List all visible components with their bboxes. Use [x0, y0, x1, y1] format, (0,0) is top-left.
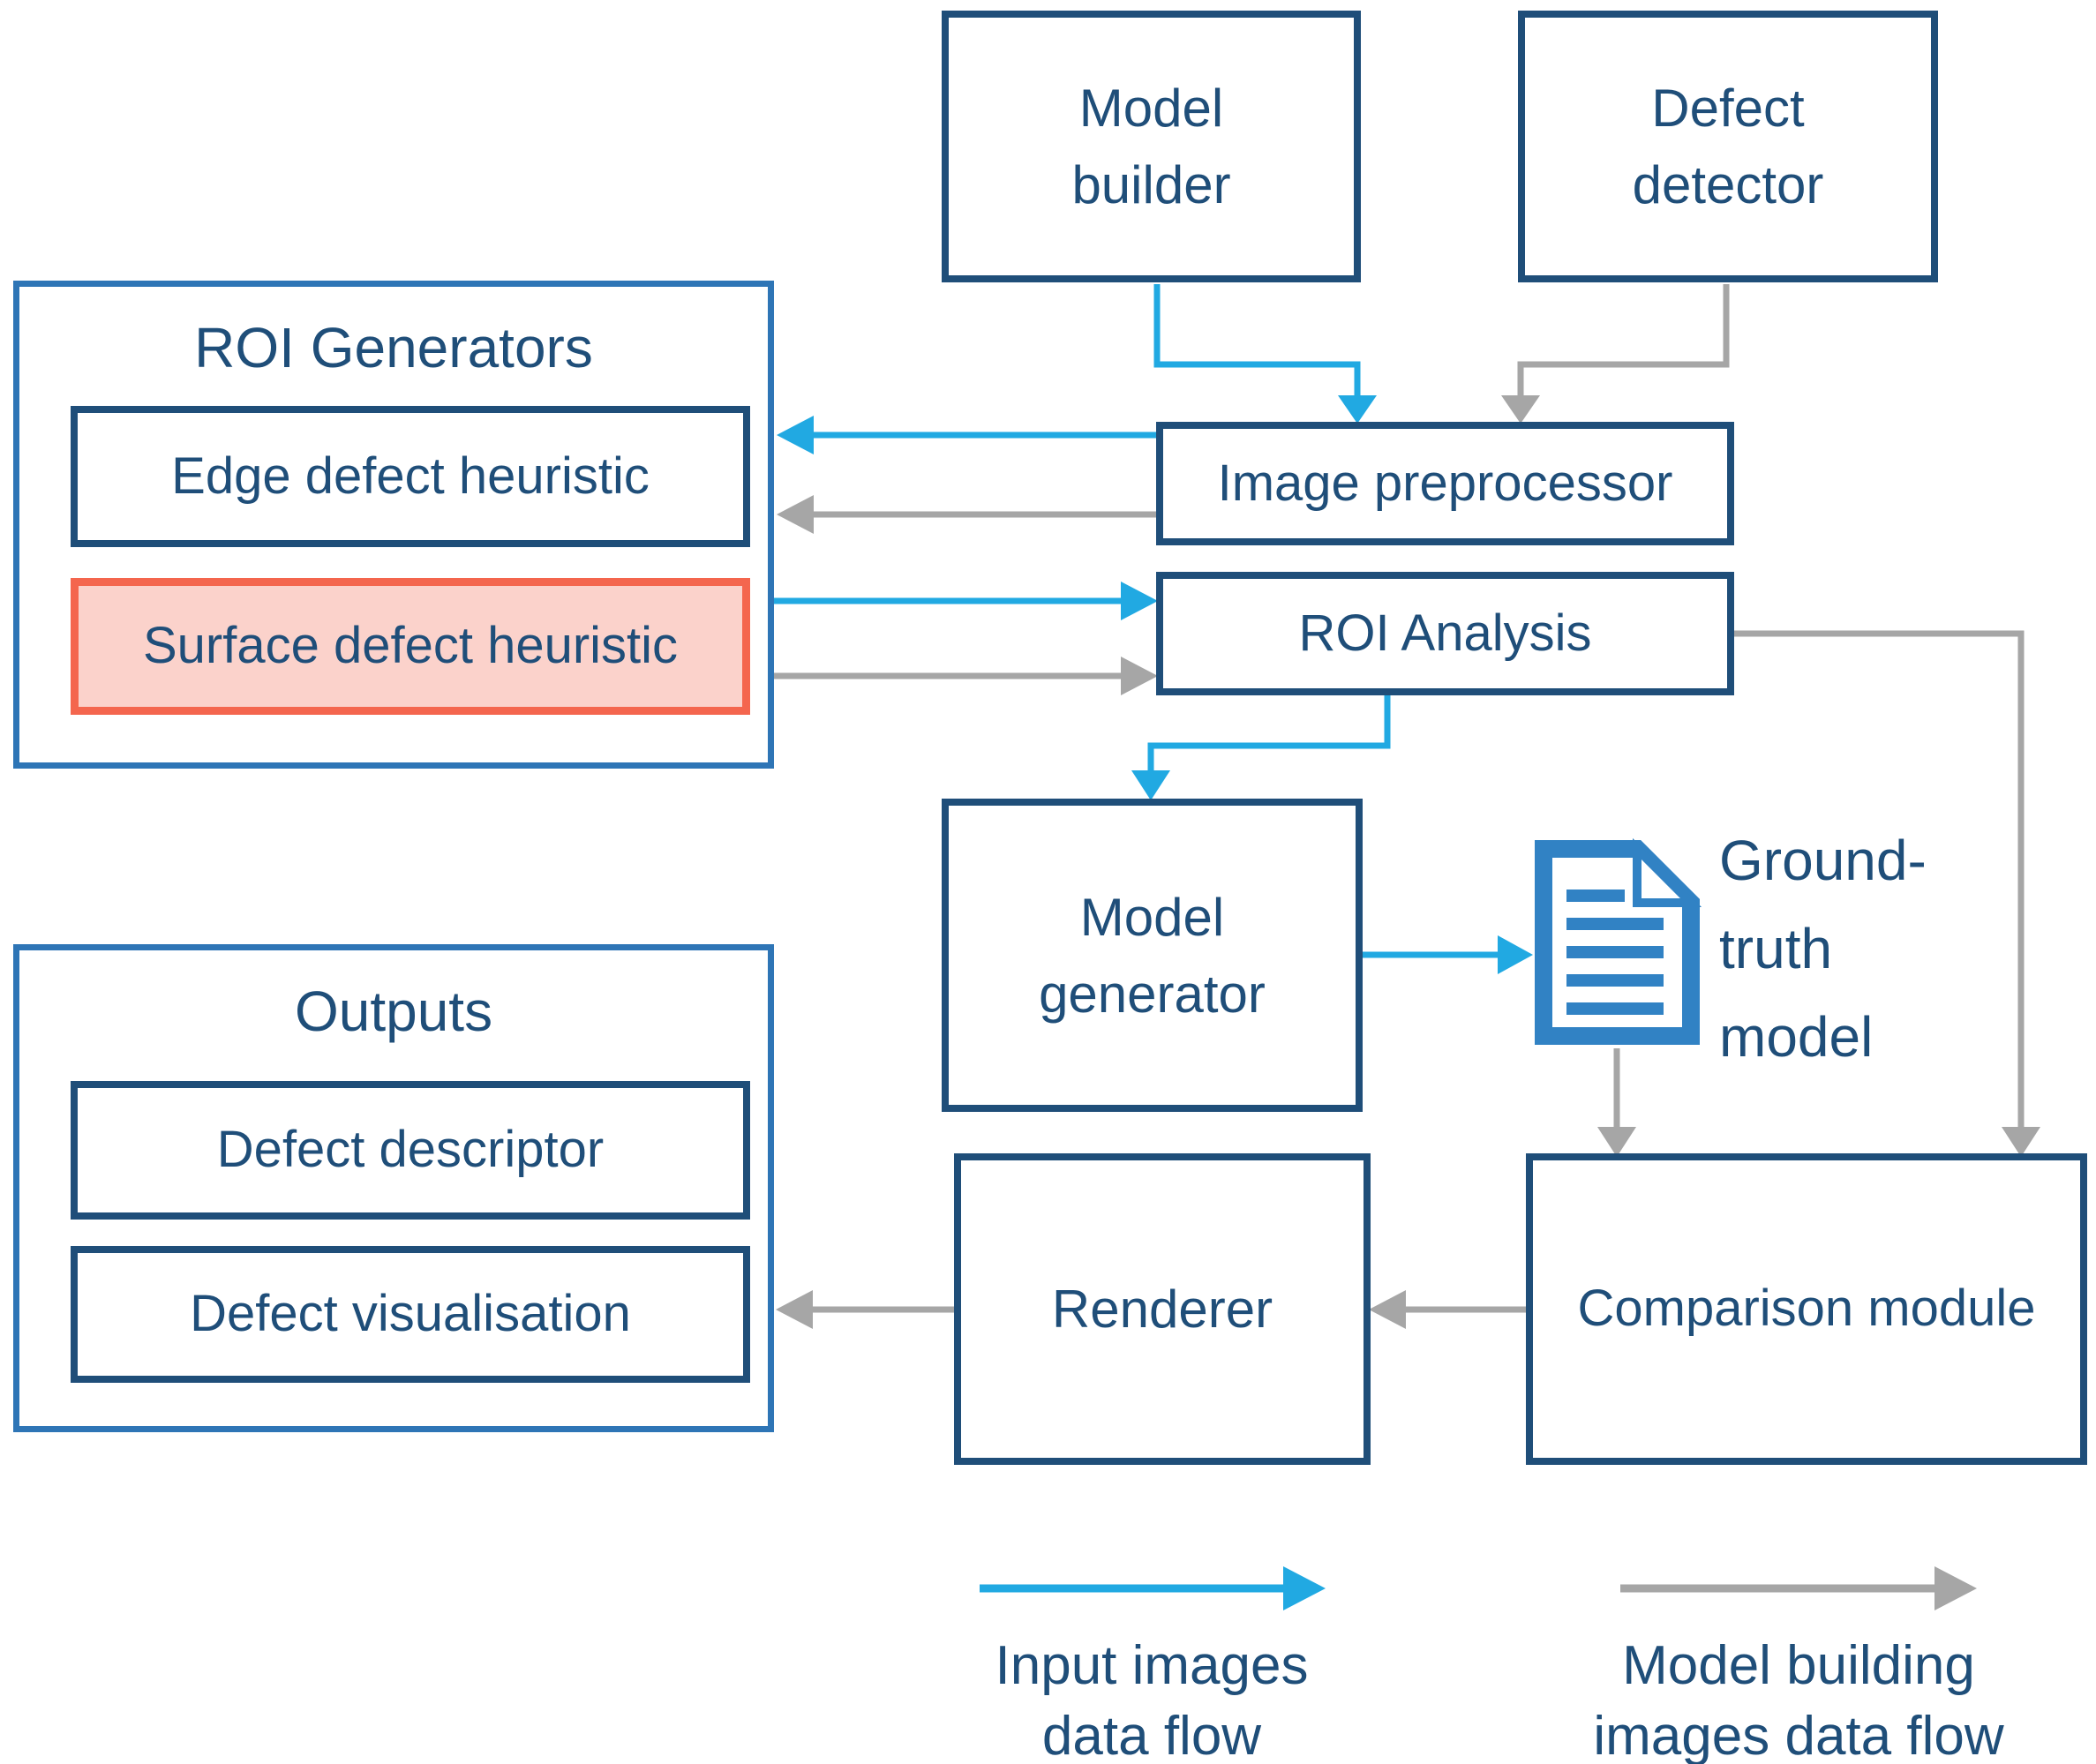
defect-descriptor-box: Defect descriptor [71, 1081, 750, 1220]
renderer-label: Renderer [1051, 1280, 1273, 1339]
model-builder-label-line2: builder [1071, 155, 1231, 214]
image-preprocessor-label: Image preprocessor [1217, 454, 1673, 512]
defect-detector-label-line1: Defect [1651, 79, 1805, 138]
legend-model-building-arrow [1620, 1566, 1977, 1610]
arrow-surface-heuristic-to-roi-analysis [774, 582, 1158, 620]
arrow-image-preprocessor-to-roi-generators [777, 416, 1156, 454]
outputs-title: Outputs [294, 980, 493, 1043]
surface-defect-heuristic-label: Surface defect heuristic [142, 617, 679, 675]
arrow-comparison-module-to-renderer [1369, 1290, 1526, 1329]
legend-input-label-line1: Input images [995, 1635, 1309, 1696]
surface-defect-heuristic-box: Surface defect heuristic [71, 578, 750, 715]
comparison-module-label: Comparison module [1577, 1280, 2036, 1338]
document-icon [1535, 837, 1702, 1045]
ground-truth-label-line1: Ground- [1719, 829, 1927, 892]
legend-model-building-label-line1: Model building [1622, 1635, 1975, 1696]
defect-visualisation-box: Defect visualisation [71, 1246, 750, 1383]
model-generator-label-line2: generator [1039, 964, 1266, 1024]
defect-detector-box: Defect detector [1518, 11, 1938, 282]
arrow-image-preprocessor-to-roi-generators-gray [777, 495, 1156, 534]
legend-input-label: Input images data flow [905, 1631, 1399, 1764]
defect-detector-label-line2: detector [1632, 155, 1824, 214]
ground-truth-label-line2: truth [1719, 917, 1833, 980]
model-generator-box: Model generator [942, 799, 1363, 1112]
arrow-defect-detector-to-image-preprocessor [1501, 284, 1730, 424]
arrow-ground-truth-to-comparison-module [1597, 1048, 1636, 1157]
ground-truth-label-line3: model [1719, 1005, 1874, 1069]
arrow-roi-analysis-to-model-generator [1131, 695, 1391, 800]
model-generator-label-line1: Model [1079, 887, 1225, 947]
arrow-surface-heuristic-to-roi-analysis-gray [774, 657, 1158, 695]
arrow-model-generator-to-ground-truth [1363, 935, 1533, 974]
legend-input-label-line2: data flow [1041, 1706, 1262, 1764]
renderer-box: Renderer [954, 1153, 1371, 1465]
defect-visualisation-label: Defect visualisation [190, 1285, 631, 1343]
ground-truth-label: Ground- truth model [1719, 816, 2037, 1081]
comparison-module-box: Comparison module [1526, 1153, 2087, 1465]
edge-defect-heuristic-label: Edge defect heuristic [171, 447, 650, 505]
arrow-roi-analysis-to-comparison-module [1734, 630, 2040, 1157]
legend-model-building-label: Model building images data flow [1551, 1631, 2046, 1764]
edge-defect-heuristic-box: Edge defect heuristic [71, 406, 750, 547]
legend-model-building-label-line2: images data flow [1593, 1706, 2004, 1764]
arrow-model-builder-to-image-preprocessor [1153, 284, 1377, 424]
model-builder-box: Model builder [942, 11, 1361, 282]
roi-generators-title: ROI Generators [194, 316, 593, 379]
legend-input-arrow [980, 1566, 1326, 1610]
arrow-renderer-to-outputs [776, 1290, 954, 1329]
model-builder-label-line1: Model [1078, 79, 1224, 138]
roi-analysis-box: ROI Analysis [1156, 572, 1734, 695]
image-preprocessor-box: Image preprocessor [1156, 422, 1734, 545]
roi-analysis-label: ROI Analysis [1298, 604, 1592, 662]
ground-truth-document [1531, 837, 1703, 1048]
defect-descriptor-label: Defect descriptor [216, 1121, 605, 1179]
